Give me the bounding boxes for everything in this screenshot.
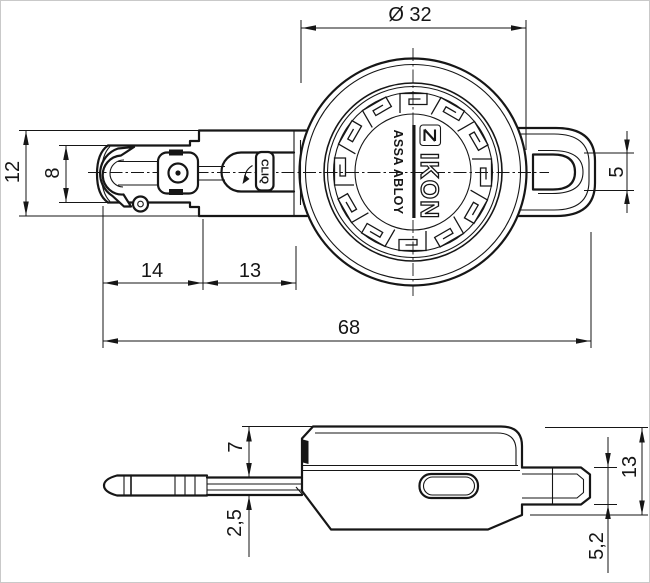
side-head-body [300,425,524,531]
dim-diameter-label: Ø 32 [388,4,431,26]
inner-capsule [220,151,296,193]
grip-insert [301,439,309,464]
dim-head-above-blade-7: 7 [225,426,312,478]
dim-head-above-blade-label: 7 [225,441,247,452]
dim-total-length-68: 68 [103,232,592,348]
dim-tip-and-neck-length: 14 13 [102,206,297,348]
cliq-badge: CLIQ [242,150,275,192]
meander-ring [333,92,493,252]
dim-head-thickness-label: 13 [619,456,641,478]
dim-eyelet-thickness-label: 5,2 [586,532,608,560]
dim-eyelet-slot-5: 5 [584,131,634,213]
cliq-badge-text: CLIQ [258,159,270,184]
ikon-logo-zigzag-icon [423,128,437,142]
cam-crescent [99,145,136,208]
key-neck-housing [106,129,309,218]
eyelet-slot [531,153,577,191]
key-tip-mechanism [95,144,200,213]
dim-diameter-32: Ø 32 [300,4,527,150]
top-view: IKON ASSA ABLOY [2,4,634,348]
dim-blade-height-8: 8 [42,145,108,203]
roller-tab-bottom [169,189,183,195]
dim-housing-height-label: 12 [2,161,24,183]
dim-blade-thickness-2-5: 2,5 [224,495,252,557]
side-oval-port [418,472,480,500]
side-eyelet-bar [520,466,592,506]
dim-head-thickness-13: 13 [530,427,648,516]
key-head-circle [298,57,528,287]
tip-nose [95,144,110,204]
brand-assa-abloy-text: ASSA ABLOY [391,129,405,214]
side-view: 7 2,5 13 5,2 [102,425,648,573]
dim-housing-height-12: 12 [2,130,199,217]
dim-eyelet-slot-label: 5 [606,166,628,177]
dim-blade-thickness-label: 2,5 [224,509,246,537]
dim-eyelet-thickness-5-2: 5,2 [586,437,617,573]
dim-tip-length-label: 14 [141,260,163,282]
roller-tab-top [169,149,183,156]
dim-blade-height-label: 8 [42,167,64,178]
brand-divider-bar [412,125,416,218]
dim-neck-length-label: 13 [239,260,261,282]
side-blade [102,474,304,497]
brand-lockup: IKON ASSA ABLOY [391,124,444,220]
brand-ikon-text: IKON [415,153,443,220]
dim-total-length-label: 68 [338,317,360,339]
eyelet [516,126,597,218]
